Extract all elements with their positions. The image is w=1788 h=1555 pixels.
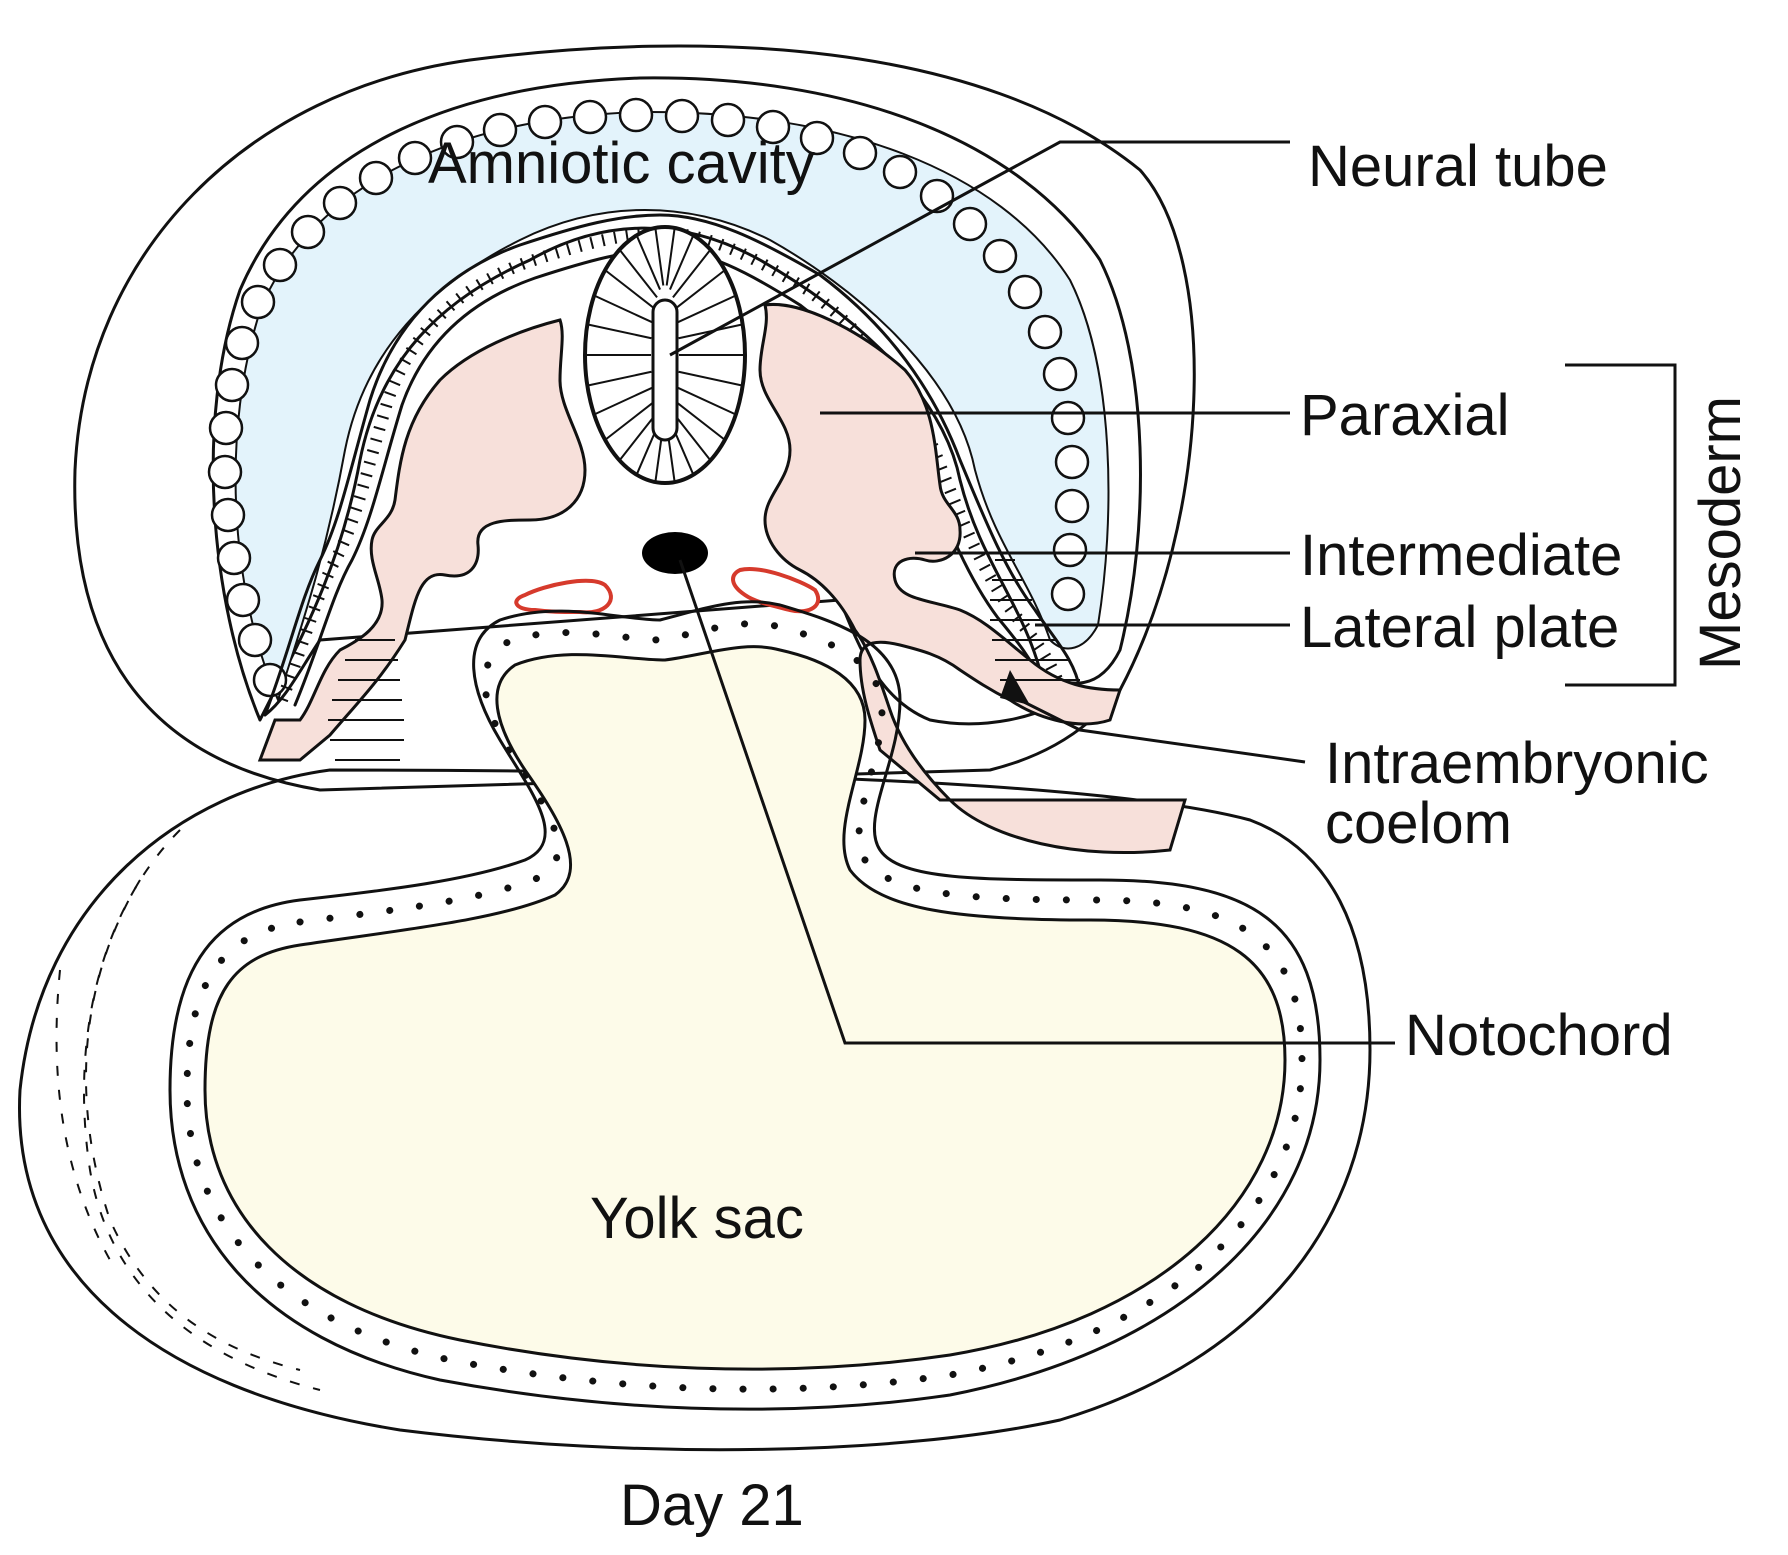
label-intermediate: Intermediate bbox=[1300, 523, 1622, 588]
neural-tube-spoke bbox=[587, 323, 652, 340]
neural-tube-spoke bbox=[635, 234, 661, 290]
label-notochord: Notochord bbox=[1405, 1003, 1673, 1068]
neural-tube-spoke bbox=[665, 227, 676, 286]
yolk-sac-fill bbox=[203, 645, 1287, 1371]
neural-tube-spoke bbox=[618, 249, 658, 299]
neural-tube-spoke bbox=[654, 227, 665, 286]
mesoderm-bracket bbox=[1565, 363, 1677, 687]
caption-day: Day 21 bbox=[620, 1473, 804, 1538]
neural-tube-spoke bbox=[674, 400, 726, 441]
label-lateral-plate: Lateral plate bbox=[1300, 595, 1619, 660]
label-coelom: coelom bbox=[1325, 791, 1512, 856]
label-intraembryonic: Intraembryonic bbox=[1325, 731, 1709, 796]
coelom-pointer bbox=[1000, 670, 1030, 705]
neural-tube-spoke bbox=[676, 294, 737, 324]
label-amniotic-cavity: Amniotic cavity bbox=[428, 131, 815, 196]
label-paraxial: Paraxial bbox=[1300, 383, 1510, 448]
label-neural-tube: Neural tube bbox=[1308, 134, 1608, 199]
envelope-texture bbox=[55, 829, 321, 1391]
intermediate-mesoderm-tubules bbox=[514, 567, 821, 615]
neural-tube-spoke bbox=[593, 386, 654, 416]
neural-tube-spoke bbox=[674, 269, 726, 310]
label-yolk-sac: Yolk sac bbox=[590, 1186, 804, 1251]
lateral-plate-hatching bbox=[328, 559, 1080, 761]
label-mesoderm: Mesoderm bbox=[1688, 396, 1753, 670]
neural-tube-spoke bbox=[587, 370, 652, 387]
neural-tube-spoke bbox=[604, 269, 656, 310]
endoderm-layer bbox=[168, 600, 1322, 1411]
left-mesoderm bbox=[257, 318, 587, 762]
neural-tube-spoke bbox=[678, 370, 743, 387]
amniotic-ectoderm-ring bbox=[211, 76, 1142, 722]
neural-tube-spoke bbox=[618, 411, 658, 461]
notochord bbox=[642, 532, 708, 574]
endoderm-dots bbox=[183, 620, 1306, 1393]
leader-lines bbox=[669, 140, 1395, 1045]
surface-ectoderm bbox=[263, 213, 1082, 726]
neural-tube-spoke bbox=[604, 400, 656, 441]
amniotic-epithelium-scallops bbox=[207, 97, 1090, 698]
neural-tube-spoke bbox=[672, 249, 712, 299]
neural-tube-spoke bbox=[676, 386, 737, 416]
neural-tube bbox=[583, 225, 747, 485]
neural-tube-spoke bbox=[593, 294, 654, 324]
right-mesoderm bbox=[758, 302, 1188, 855]
outer-amnion-layer bbox=[73, 44, 1196, 792]
neural-tube-spoke bbox=[669, 234, 695, 290]
neural-tube-spoke bbox=[672, 411, 712, 461]
